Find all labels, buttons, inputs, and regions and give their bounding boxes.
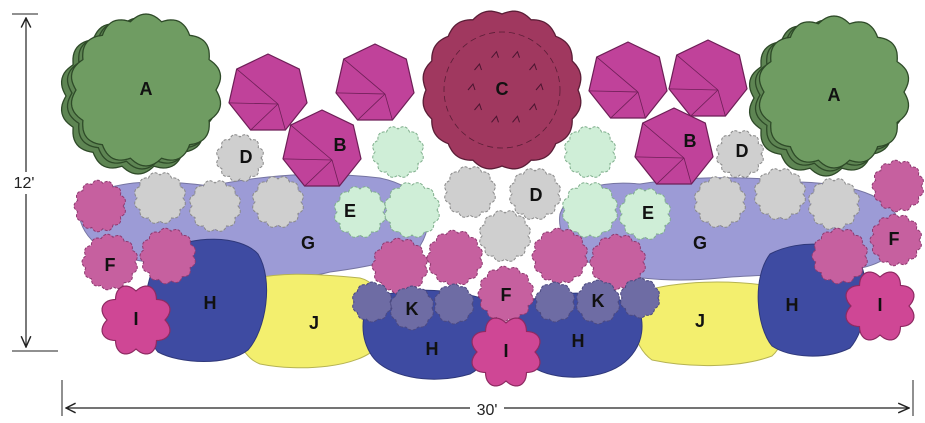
plant-d-shrub xyxy=(189,180,241,232)
plant-c-tree xyxy=(422,10,582,170)
plant-d-shrub xyxy=(808,178,860,230)
plant-b-branches xyxy=(668,54,726,117)
plant-label: H xyxy=(786,295,799,315)
plant-label: D xyxy=(240,147,253,167)
plant-label: C xyxy=(496,79,509,99)
plant-label: B xyxy=(684,131,697,151)
plant-d-shrub xyxy=(479,210,531,262)
plant-b-shrub xyxy=(282,109,362,187)
plant-label: K xyxy=(406,299,419,319)
plant-i-flower xyxy=(101,285,171,355)
plant-label: E xyxy=(344,201,356,221)
plant-label: K xyxy=(592,291,605,311)
plant-a-tree xyxy=(60,13,222,175)
plant-e-shrub xyxy=(619,188,671,240)
plant-k-shrub xyxy=(535,281,575,323)
plant-label: I xyxy=(503,341,508,361)
plant-label: J xyxy=(695,311,705,331)
plant-f-shrub xyxy=(869,213,922,267)
plant-f-shrub xyxy=(426,229,483,287)
width-label: 30' xyxy=(477,402,498,419)
plant-k-shrub xyxy=(434,283,474,325)
plant-k-shrub xyxy=(352,281,392,323)
plant-label: H xyxy=(572,331,585,351)
plant-d-shrub xyxy=(716,130,764,178)
height-dimension: 12' xyxy=(4,13,58,352)
plant-label: F xyxy=(889,229,900,249)
plant-f-shrub xyxy=(871,159,924,213)
plant-label: G xyxy=(693,233,707,253)
plant-layer: A A B B C D D D E E F F F G G H H H H I I I J J K K xyxy=(60,10,924,387)
plant-b-shrub xyxy=(634,107,714,185)
plant-label: F xyxy=(105,255,116,275)
plant-e-shrub xyxy=(562,182,618,238)
plant-label: A xyxy=(828,85,841,105)
plant-f-shrub xyxy=(477,265,534,323)
plant-b-shrub xyxy=(335,43,415,121)
plant-label: D xyxy=(530,185,543,205)
plant-k-shrub xyxy=(620,277,660,319)
plant-b-shrub xyxy=(228,53,308,131)
plant-f-shrub xyxy=(531,227,588,285)
plant-e-shrub xyxy=(372,126,424,178)
plant-e-shrub xyxy=(564,126,616,178)
plant-f-shrub xyxy=(811,227,868,285)
plant-d-shrub xyxy=(216,134,264,182)
plant-e-shrub xyxy=(384,182,440,238)
plant-label: E xyxy=(642,203,654,223)
plant-d-shrub xyxy=(444,166,496,218)
plant-k-shrub xyxy=(576,279,620,325)
plant-d-shrub xyxy=(134,172,186,224)
plant-label: H xyxy=(204,293,217,313)
plant-d-shrub xyxy=(754,168,806,220)
width-dimension: 30' xyxy=(61,380,914,420)
height-label: 12' xyxy=(14,175,35,192)
plant-label: H xyxy=(426,339,439,359)
bed-j-right xyxy=(631,281,786,367)
plant-b-branches xyxy=(228,68,286,131)
plant-label: D xyxy=(736,141,749,161)
plant-b-shrub xyxy=(588,41,668,119)
plant-b-branches xyxy=(282,124,340,187)
plant-label: I xyxy=(877,295,882,315)
plant-b-branches xyxy=(588,56,646,119)
plant-f-shrub xyxy=(73,179,126,233)
plant-label: B xyxy=(334,135,347,155)
plant-b-shrub xyxy=(668,39,748,117)
plant-label: G xyxy=(301,233,315,253)
plant-b-branches xyxy=(335,58,393,121)
plant-i-flower xyxy=(471,317,541,387)
plant-a-tree xyxy=(748,15,910,177)
plant-d-shrub xyxy=(252,176,304,228)
plant-i-flower xyxy=(845,271,915,341)
plant-label: A xyxy=(140,79,153,99)
plant-b-branches xyxy=(634,122,692,185)
plant-f-shrub xyxy=(139,227,196,285)
plant-d-shrub xyxy=(694,176,746,228)
plant-label: J xyxy=(309,313,319,333)
plant-f-shrub xyxy=(81,233,138,291)
plant-label: I xyxy=(133,309,138,329)
plant-k-shrub xyxy=(390,285,434,331)
plant-d-shrub xyxy=(509,168,561,220)
plant-e-shrub xyxy=(334,186,386,238)
plant-label: F xyxy=(501,285,512,305)
